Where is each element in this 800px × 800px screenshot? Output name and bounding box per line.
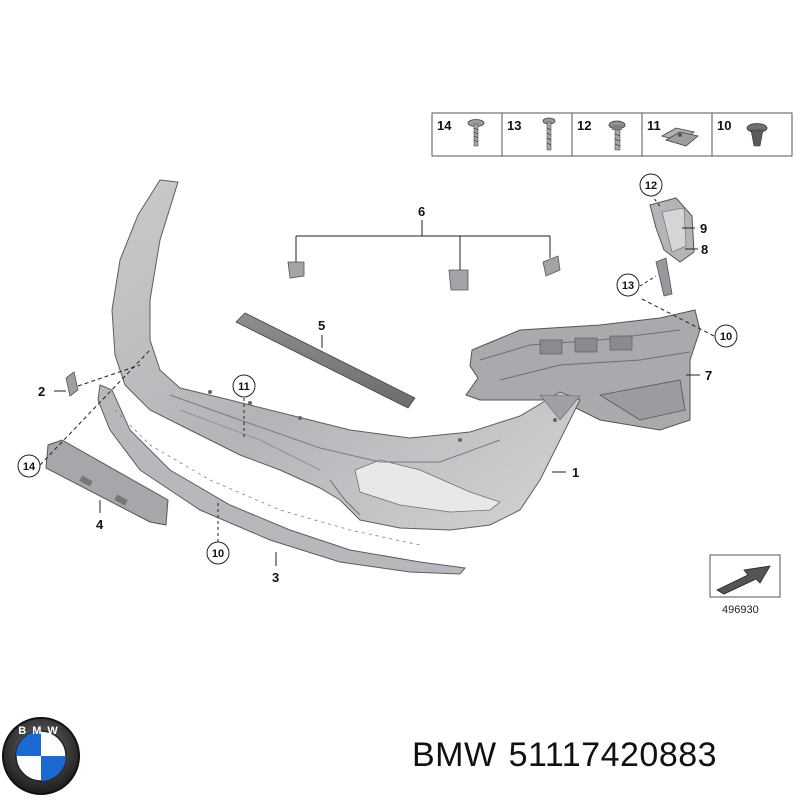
leader-lines	[39, 193, 715, 566]
callout-11: 11	[238, 381, 250, 393]
part-number: 51117420883	[508, 736, 718, 774]
callout-6: 6	[418, 204, 425, 219]
logo-text: BMW	[18, 725, 64, 737]
screw-washer-icon	[608, 120, 626, 151]
push-rivet-icon	[746, 123, 768, 147]
callout-7: 7	[705, 368, 712, 383]
side-bracket	[649, 197, 695, 297]
arrow-icon	[716, 565, 771, 595]
callout-10: 10	[720, 331, 732, 343]
callout-12-circle: 12	[639, 173, 663, 197]
callout-8: 8	[701, 242, 708, 257]
brand-name: BMW	[412, 736, 497, 774]
screw-long-icon	[542, 117, 556, 151]
legend-num: 12	[577, 118, 591, 133]
diagram-reference: 496930	[709, 554, 781, 616]
callout-13: 13	[622, 280, 634, 292]
callout-9: 9	[700, 221, 707, 236]
callout-10-circle: 10	[714, 324, 738, 348]
legend-num: 11	[647, 118, 661, 133]
legend-num: 14	[437, 118, 452, 133]
callout-labels: 6 5 1 7 8 9 2 4 3 11 14 10 10 12 1	[17, 173, 738, 585]
bmw-logo: BMW	[2, 717, 80, 795]
callout-5: 5	[318, 318, 325, 333]
callout-2: 2	[38, 384, 45, 399]
callout-10: 10	[212, 548, 224, 560]
diagram-ref-number: 496930	[722, 604, 759, 616]
callout-11-circle: 11	[232, 374, 256, 398]
mounting-clips	[287, 255, 561, 291]
tow-hook-cover	[65, 371, 79, 397]
legend-num: 13	[507, 118, 521, 133]
callout-1: 1	[572, 465, 579, 480]
clip-nut-icon	[660, 127, 699, 147]
callout-14: 14	[23, 461, 36, 473]
callout-13-circle: 13	[616, 273, 640, 297]
bumper-carrier	[465, 309, 701, 431]
legend-num: 10	[717, 118, 731, 133]
part-caption: BMW 51117420883	[412, 736, 729, 775]
front-bumper-panel	[111, 179, 581, 531]
callout-14-circle: 14	[17, 454, 41, 478]
license-plate-bracket	[45, 439, 169, 526]
callout-3: 3	[272, 570, 279, 585]
callout-12: 12	[645, 180, 657, 192]
callout-10-circle: 10	[206, 541, 230, 565]
hardware-legend: 14 13 12 11 10	[431, 112, 793, 157]
screw-flat-icon	[467, 119, 485, 147]
callout-4: 4	[96, 517, 104, 532]
lower-spoiler	[97, 384, 466, 575]
trim-strip	[235, 312, 416, 409]
